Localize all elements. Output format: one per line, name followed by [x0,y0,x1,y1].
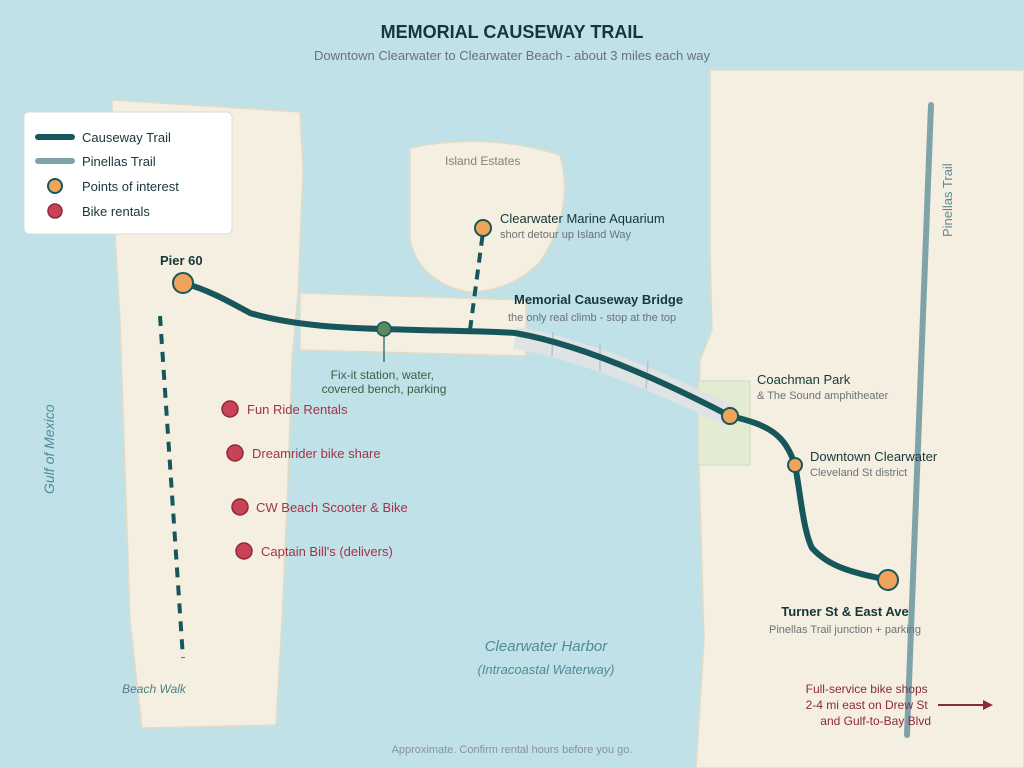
page-title: MEMORIAL CAUSEWAY TRAIL [381,22,644,42]
intracoastal-label: (Intracoastal Waterway) [477,662,614,677]
pier60-marker[interactable] [172,272,194,294]
rental-label: Dreamrider bike share [252,446,381,461]
legend: Causeway Trail Pinellas Trail Points of … [23,111,233,235]
coachman-label: Coachman Park [757,372,851,387]
page-subtitle: Downtown Clearwater to Clearwater Beach … [314,48,710,63]
fixit-label-line: covered bench, parking [322,382,447,396]
turner-st-marker[interactable] [877,569,899,591]
pier60-label: Pier 60 [160,253,203,268]
rental-marker[interactable] [226,444,244,462]
rental-marker[interactable] [235,542,253,560]
bike-shops-line: 2-4 mi east on Drew St [806,698,929,712]
mainland-land [695,69,1024,768]
rental-label: Captain Bill's (delivers) [261,544,393,559]
bike-shops-line: Full-service bike shops [806,682,928,696]
turner-note: Pinellas Trail junction + parking [769,624,921,636]
pinellas-trail-line [904,102,934,738]
beach-walk-path [158,315,185,659]
legend-causeway-label: Causeway Trail [82,130,171,145]
island-estates-land [409,140,566,293]
rental-label: CW Beach Scooter & Bike [256,500,408,515]
island-estates-label: Island Estates [445,154,520,168]
causeway-trail-line [180,280,891,583]
clearwater-beach-island [111,99,304,729]
legend-box [23,111,233,235]
fixit-station-marker[interactable] [376,321,392,337]
bike-shops-note: Full-service bike shops 2-4 mi east on D… [806,682,931,728]
arrow-right-icon [983,700,993,710]
legend-poi-label: Points of interest [82,179,179,194]
aquarium-note: short detour up Island Way [500,229,632,241]
causeway-strip [299,292,527,357]
legend-rental-label: Bike rentals [82,204,150,219]
fixit-label-line: Fix-it station, water, [331,368,434,382]
gulf-label: Gulf of Mexico [41,404,57,494]
fixit-label: Fix-it station, water, covered bench, pa… [322,368,447,396]
coachman-note: & The Sound amphitheater [757,390,889,402]
footer-note: Approximate. Confirm rental hours before… [392,744,633,756]
bridge-note: the only real climb - stop at the top [508,312,676,324]
downtown-marker[interactable] [787,457,803,473]
coachman-park-marker[interactable] [721,407,739,425]
rental-label: Fun Ride Rentals [247,402,348,417]
beach-walk-label: Beach Walk [122,682,187,696]
turner-label: Turner St & East Ave [781,604,908,619]
aquarium-marker[interactable] [474,219,492,237]
rental-marker[interactable] [221,400,239,418]
pinellas-trail-label: Pinellas Trail [940,163,955,237]
rental-marker[interactable] [231,498,249,516]
legend-rental-swatch [47,203,63,219]
downtown-note: Cleveland St district [810,467,907,479]
bridge-label: Memorial Causeway Bridge [514,292,683,307]
downtown-label: Downtown Clearwater [810,449,938,464]
harbor-label: Clearwater Harbor [485,638,609,655]
legend-poi-swatch [47,178,63,194]
legend-pinellas-label: Pinellas Trail [82,154,156,169]
aquarium-label: Clearwater Marine Aquarium [500,211,665,226]
bike-shops-line: and Gulf-to-Bay Blvd [820,714,931,728]
